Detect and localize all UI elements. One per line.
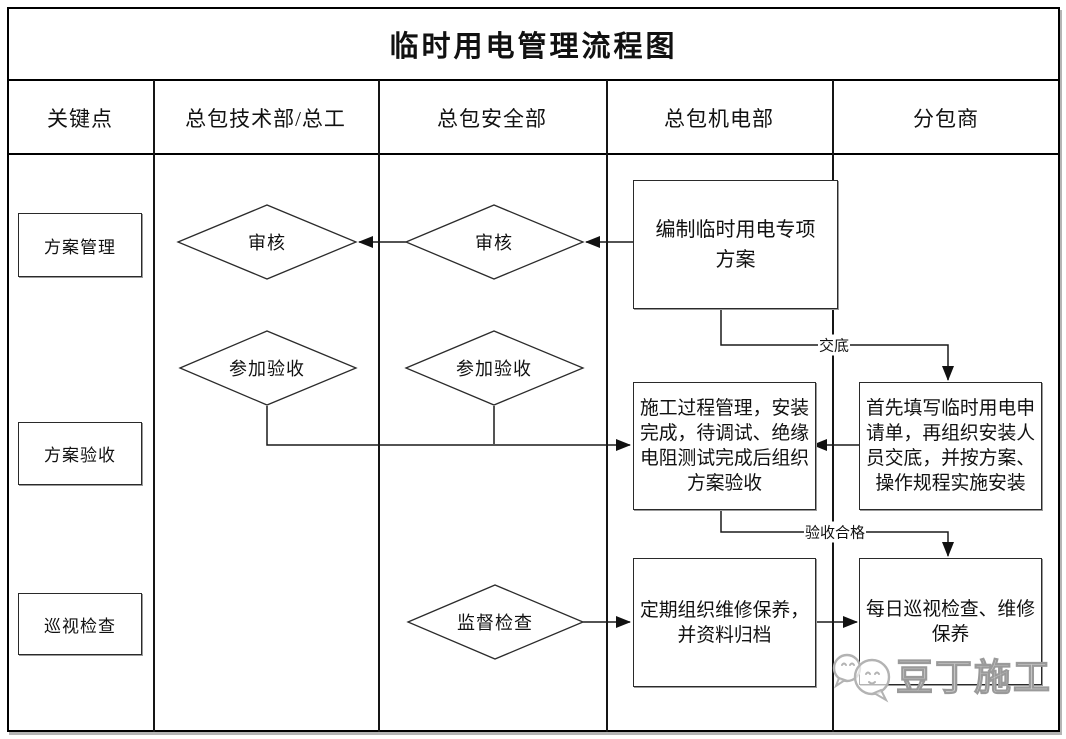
process-prepare-plan: 编制临时用电专项方案 [633,180,838,309]
process-apply-and-install: 首先填写临时用电申请单，再组织安装人员交底，并按方案、操作规程实施安装 [859,382,1042,510]
header-cell-mep-dept: 总包机电部 [664,106,774,131]
edge-label-acceptance-passed: 验收合格 [803,521,867,543]
outer-border [7,7,1060,732]
header-cell-subcontractor: 分包商 [913,106,979,131]
process-construction-management: 施工过程管理，安装完成，待调试、绝缘电阻测试完成后组织方案验收 [633,382,816,510]
watermark-logo-icon [832,653,891,703]
title-divider [7,79,1060,81]
header-cell-keypoints: 关键点 [47,106,113,131]
decision-supervise-check-label: 监督检查 [457,613,533,633]
watermark-text: 豆丁施工 [896,656,1052,698]
decision-review-safety-label: 审核 [475,233,513,253]
column-divider [606,80,608,732]
process-periodic-maintenance: 定期组织维修保养，并资料归档 [633,558,816,687]
header-cell-tech-dept: 总包技术部/总工 [185,106,346,131]
decision-join-acceptance-safety-label: 参加验收 [456,359,532,379]
process-daily-patrol: 每日巡视检查、维修保养 [859,558,1042,685]
decision-review-tech-label: 审核 [248,233,286,253]
watermark: 豆丁施工 [830,646,1052,708]
decision-join-acceptance-tech-label: 参加验收 [229,359,305,379]
edge-label-handover: 交底 [817,334,851,356]
column-divider [378,80,380,732]
column-divider [832,80,834,732]
column-divider [153,80,155,732]
keypoint-patrol-inspection: 巡视检查 [18,593,142,655]
header-cell-safety-dept: 总包安全部 [437,106,547,131]
header-divider [7,153,1060,155]
diagram-title: 临时用电管理流程图 [389,31,678,63]
keypoint-plan-management: 方案管理 [18,213,142,277]
keypoint-plan-acceptance: 方案验收 [18,422,142,485]
